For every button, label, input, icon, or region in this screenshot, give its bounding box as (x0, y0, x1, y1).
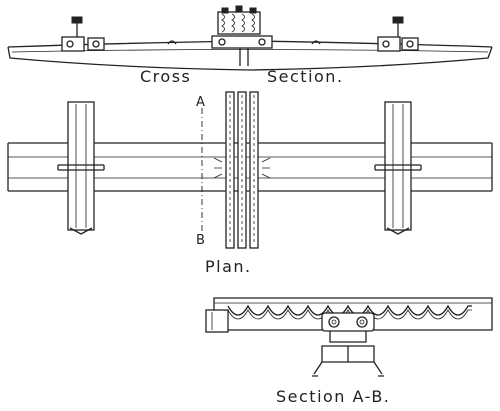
plan-view: A B Plan. (7, 91, 493, 276)
section-ab-view: Section A-B. (205, 297, 493, 406)
central-conductor-assembly (211, 5, 273, 66)
cross-label: Cross (140, 67, 191, 86)
left-fastener (61, 16, 105, 52)
right-fastener (377, 16, 419, 52)
cross-section-view: Cross Section. (7, 5, 493, 86)
marker-a: A (196, 95, 205, 110)
marker-b: B (196, 233, 205, 248)
section-ab-label: Section A-B. (276, 387, 390, 406)
section-label: Section. (267, 67, 344, 86)
conductor-hanger (312, 312, 384, 377)
right-tie (374, 101, 422, 235)
central-conductor-plan (213, 91, 271, 249)
left-tie (57, 101, 105, 235)
plan-label: Plan. (205, 257, 252, 276)
